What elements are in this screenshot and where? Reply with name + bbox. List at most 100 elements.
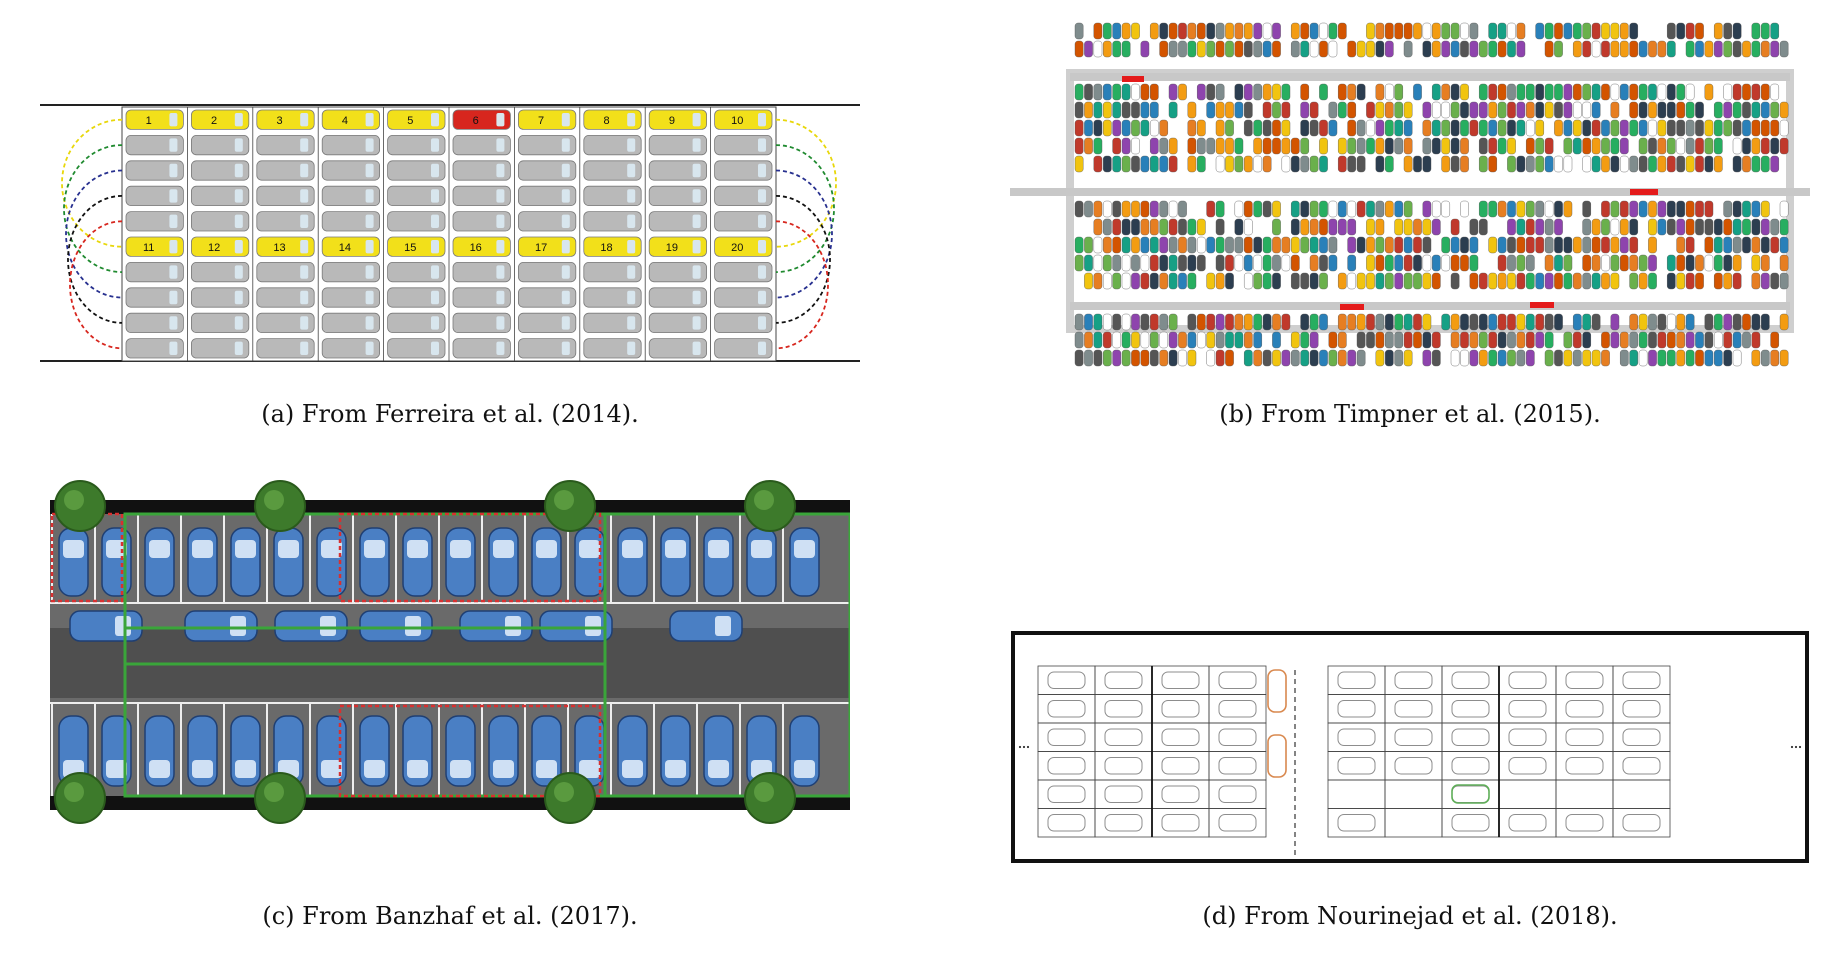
car — [1723, 200, 1732, 218]
car — [1497, 119, 1507, 137]
car — [1413, 272, 1422, 290]
car — [1403, 254, 1413, 272]
car — [1441, 137, 1451, 155]
car — [1319, 218, 1328, 236]
car — [1121, 349, 1131, 367]
car — [1225, 313, 1234, 331]
car-windshield — [505, 616, 521, 636]
car — [1196, 313, 1206, 331]
car — [125, 109, 184, 130]
car — [1403, 22, 1413, 40]
car — [1413, 83, 1422, 101]
car — [1187, 272, 1197, 290]
car — [144, 527, 175, 597]
car — [1338, 200, 1347, 218]
car-windshield — [300, 189, 309, 203]
car — [1516, 349, 1526, 367]
car — [1300, 349, 1310, 367]
car — [359, 527, 390, 597]
car — [1319, 349, 1328, 367]
car — [1300, 119, 1310, 137]
car — [1121, 155, 1131, 173]
car — [1112, 272, 1121, 290]
car — [1554, 272, 1563, 290]
car-windshield — [758, 113, 766, 127]
car — [1093, 155, 1103, 173]
car — [1620, 254, 1629, 272]
car — [1121, 119, 1131, 137]
car — [1093, 200, 1103, 218]
car-windshield — [627, 290, 636, 305]
car — [1131, 349, 1140, 367]
car — [1526, 155, 1535, 173]
car — [1319, 254, 1328, 272]
car — [1622, 671, 1661, 689]
car — [1460, 349, 1469, 367]
car — [1168, 155, 1178, 173]
car — [1319, 83, 1328, 101]
car — [1657, 83, 1667, 101]
car — [1554, 200, 1563, 218]
car-windshield — [192, 760, 213, 778]
car — [1375, 22, 1385, 40]
car — [1140, 272, 1150, 290]
car — [1761, 272, 1770, 290]
car — [1375, 236, 1385, 254]
car — [1084, 236, 1093, 254]
car — [1714, 40, 1723, 58]
car — [1422, 101, 1432, 119]
car — [1309, 254, 1319, 272]
car — [1272, 236, 1281, 254]
car — [1667, 349, 1676, 367]
car — [1497, 331, 1507, 349]
car — [1479, 331, 1488, 349]
car — [1676, 331, 1685, 349]
car — [1394, 236, 1404, 254]
car — [452, 287, 511, 308]
car — [1149, 22, 1159, 40]
car — [583, 261, 642, 283]
car — [1563, 254, 1573, 272]
car — [1422, 155, 1432, 173]
car — [1695, 137, 1704, 155]
car — [1356, 40, 1366, 58]
car — [1131, 236, 1140, 254]
car — [1084, 101, 1093, 119]
car — [1403, 40, 1413, 58]
car — [1441, 83, 1451, 101]
car — [1676, 200, 1685, 218]
car — [1610, 236, 1620, 254]
car — [1422, 218, 1432, 236]
car — [1526, 236, 1535, 254]
car — [1121, 313, 1131, 331]
car-windshield — [230, 616, 246, 636]
car — [1751, 218, 1761, 236]
car — [1422, 200, 1432, 218]
car — [1573, 313, 1582, 331]
car-windshield — [365, 113, 374, 127]
car — [1074, 313, 1084, 331]
car — [1460, 155, 1469, 173]
car — [1582, 83, 1591, 101]
car — [1356, 236, 1366, 254]
caption-b: (b) From Timpner et al. (2015). — [1219, 400, 1601, 428]
car — [1385, 272, 1394, 290]
car — [1309, 119, 1319, 137]
car — [1742, 119, 1751, 137]
car — [1676, 313, 1685, 331]
car-windshield — [278, 540, 299, 558]
car — [1565, 757, 1604, 775]
car — [1093, 254, 1103, 272]
car — [517, 236, 577, 257]
car — [1761, 40, 1770, 58]
car — [1262, 236, 1272, 254]
car — [1535, 331, 1544, 349]
car — [1394, 119, 1404, 137]
car — [1516, 331, 1526, 349]
car — [1291, 236, 1300, 254]
car — [1319, 272, 1328, 290]
car — [1262, 200, 1272, 218]
car — [1460, 313, 1469, 331]
car — [648, 338, 708, 359]
car — [1563, 22, 1573, 40]
